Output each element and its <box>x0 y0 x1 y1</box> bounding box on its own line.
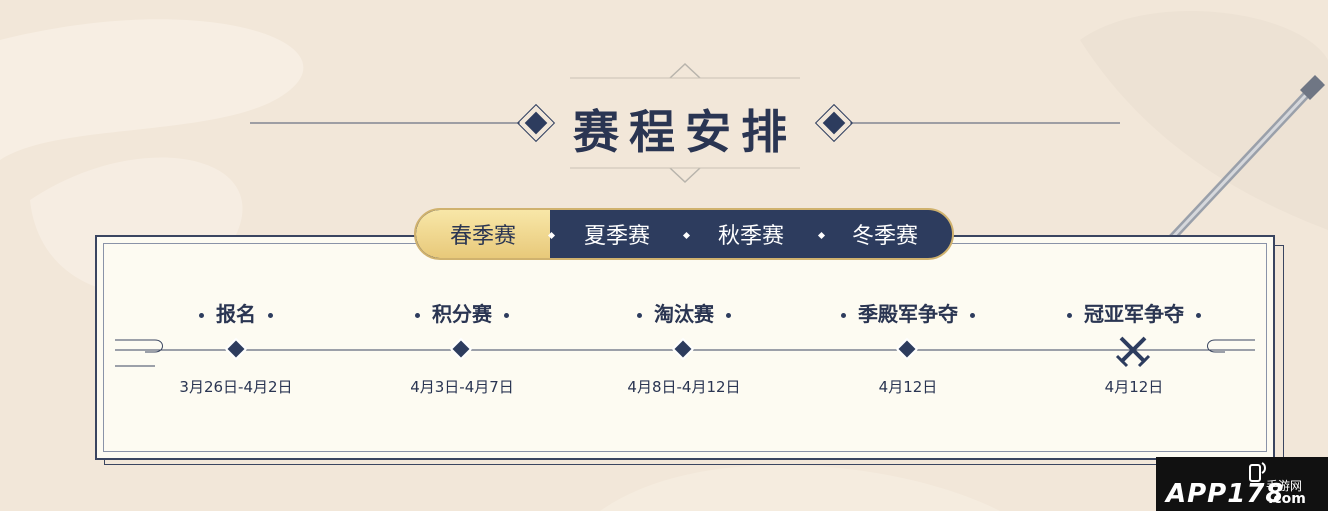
tab-autumn[interactable]: 秋季赛 <box>684 210 818 258</box>
stage-date: 4月12日 <box>1104 378 1164 396</box>
tab-label: 夏季赛 <box>583 224 650 249</box>
stage-date: 4月3日-4月7日 <box>410 378 514 396</box>
stage-date: 3月26日-4月2日 <box>179 378 293 396</box>
season-tabs: 春季赛 夏季赛 秋季赛 冬季赛 <box>414 208 954 260</box>
tab-label: 春季赛 <box>449 224 516 249</box>
tab-label: 冬季赛 <box>851 224 918 249</box>
stage-date: 4月8日-4月12日 <box>627 378 741 396</box>
stage-date: 4月12日 <box>878 378 938 396</box>
stage-timeline: 报名 3月26日-4月2日 积分赛 4月3日-4月7日 淘汰赛 4月8日-4月1… <box>95 290 1275 410</box>
stage-label: 淘汰赛 <box>584 298 784 327</box>
timeline-node <box>895 337 919 361</box>
timeline-node <box>449 337 473 361</box>
watermark-domain: .com <box>1268 491 1306 507</box>
crossed-swords-icon <box>1115 336 1151 368</box>
stage-label: 冠亚军争夺 <box>1034 298 1234 327</box>
stage-label: 积分赛 <box>362 298 562 327</box>
tab-spring[interactable]: 春季赛 <box>416 210 550 258</box>
stage-label: 报名 <box>136 298 336 327</box>
section-title-block: 赛程安排 <box>250 60 1120 190</box>
watermark-cn: 手游网 <box>1266 479 1303 493</box>
tab-summer[interactable]: 夏季赛 <box>550 210 684 258</box>
phone-signal-icon <box>1249 462 1266 482</box>
timeline-line <box>115 336 1255 368</box>
sword-decoration <box>1167 75 1325 243</box>
tab-label: 秋季赛 <box>717 224 784 249</box>
tab-winter[interactable]: 冬季赛 <box>818 210 952 258</box>
stage-label: 季殿军争夺 <box>808 298 1008 327</box>
watermark-text: APP178 <box>1166 479 1285 509</box>
page-title: 赛程安排 <box>573 105 797 159</box>
watermark-logo: APP178 手游网 .com <box>1156 457 1328 511</box>
timeline-node <box>224 337 248 361</box>
timeline-node <box>671 337 695 361</box>
title-ornament <box>250 62 1120 184</box>
